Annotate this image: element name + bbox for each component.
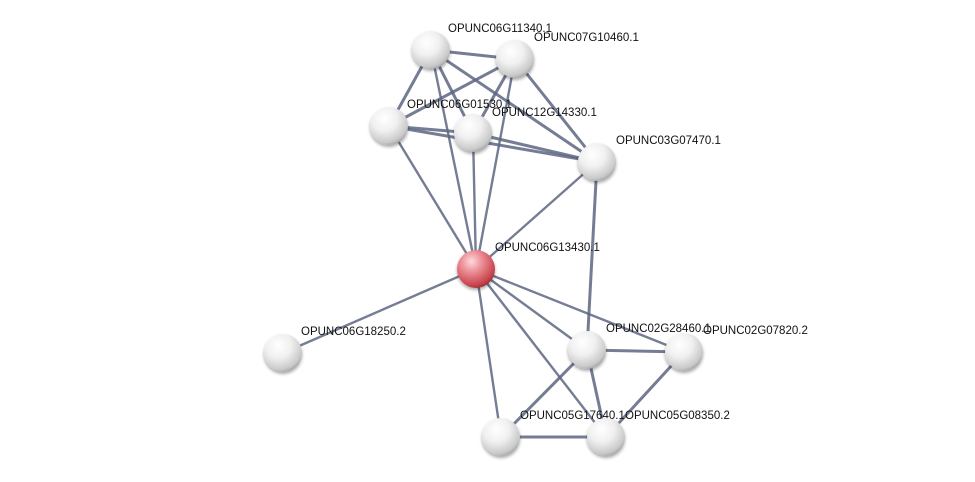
edge-n6-n10 xyxy=(474,267,503,439)
node-n5[interactable]: OPUNC03G07470.1 xyxy=(578,135,721,181)
node-label: OPUNC06G01530.1 xyxy=(407,99,512,111)
edge-n6-n9 xyxy=(474,267,686,354)
edge-n5-n8 xyxy=(585,160,599,352)
nodes-layer: OPUNC06G11340.1OPUNC07G10460.1OPUNC06G01… xyxy=(264,23,808,456)
edge-n3-n5 xyxy=(387,124,599,164)
node-sphere[interactable] xyxy=(587,418,625,456)
edge-n4-n6 xyxy=(471,131,478,271)
node-label: OPUNC06G18250.2 xyxy=(301,326,406,338)
node-n4[interactable]: OPUNC12G14330.1 xyxy=(454,107,597,152)
node-sphere[interactable] xyxy=(496,40,534,78)
edge-n5-n6 xyxy=(474,160,599,271)
edge-n3-n6 xyxy=(387,124,478,271)
node-n11[interactable]: OPUNC05G08350.2 xyxy=(587,410,730,456)
edge-n6-n11 xyxy=(474,267,608,439)
node-label: OPUNC05G17640.1 xyxy=(520,410,625,422)
edge-n1-n5 xyxy=(429,48,599,164)
node-n1[interactable]: OPUNC06G11340.1 xyxy=(412,23,552,69)
edge-n6-n8 xyxy=(474,267,589,352)
node-n3[interactable]: OPUNC06G01530.1 xyxy=(370,99,512,145)
node-label: OPUNC07G10460.1 xyxy=(534,32,639,44)
edge-n9-n11 xyxy=(604,350,686,439)
edge-n8-n10 xyxy=(499,348,589,439)
edge-n4-n5 xyxy=(471,131,599,164)
edge-n2-n5 xyxy=(513,57,599,164)
node-n8[interactable]: OPUNC02G28460.1 xyxy=(568,323,711,369)
node-label: OPUNC02G28460.1 xyxy=(606,323,711,335)
edge-n6-n7 xyxy=(281,267,478,355)
edge-n2-n6 xyxy=(474,57,517,271)
node-n9[interactable]: OPUNC02G07820.2 xyxy=(665,325,808,371)
node-sphere[interactable] xyxy=(665,333,703,371)
node-sphere[interactable] xyxy=(370,107,408,145)
node-label: OPUNC12G14330.1 xyxy=(492,107,597,119)
node-sphere[interactable] xyxy=(482,418,520,456)
node-sphere[interactable] xyxy=(454,114,492,152)
query-node-sphere[interactable] xyxy=(457,250,495,288)
node-label: OPUNC05G08350.2 xyxy=(625,410,730,422)
node-label: OPUNC03G07470.1 xyxy=(616,135,721,147)
node-label: OPUNC02G07820.2 xyxy=(703,325,808,337)
edges-layer xyxy=(281,48,686,439)
node-n6[interactable]: OPUNC06G13430.1 xyxy=(457,242,600,288)
edge-n1-n6 xyxy=(429,48,478,271)
node-n10[interactable]: OPUNC05G17640.1 xyxy=(482,410,625,456)
node-sphere[interactable] xyxy=(264,334,302,372)
node-label: OPUNC06G13430.1 xyxy=(495,242,600,254)
node-n2[interactable]: OPUNC07G10460.1 xyxy=(496,32,639,78)
node-n7[interactable]: OPUNC06G18250.2 xyxy=(264,326,406,372)
node-sphere[interactable] xyxy=(568,331,606,369)
node-label: OPUNC06G11340.1 xyxy=(448,23,552,35)
edge-n2-n3 xyxy=(387,57,517,128)
node-sphere[interactable] xyxy=(578,143,616,181)
node-sphere[interactable] xyxy=(412,31,450,69)
